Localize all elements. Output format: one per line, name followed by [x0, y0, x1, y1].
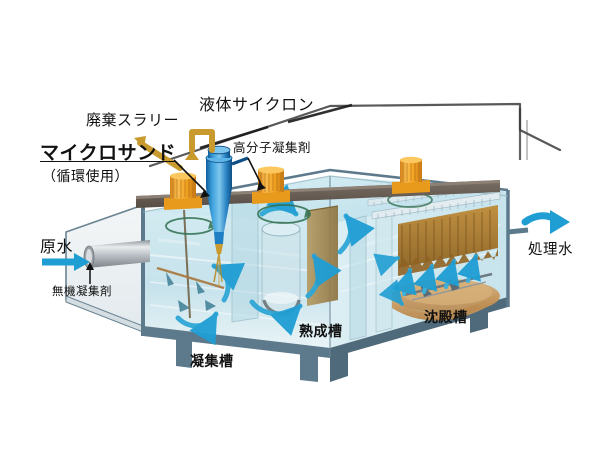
draft-tube [261, 221, 301, 317]
leader-microsand-tip [200, 190, 210, 198]
agitator-motor-3 [392, 156, 430, 194]
treated-water-outlet [507, 210, 570, 235]
waste-slurry-line [134, 129, 215, 171]
label-leader-lines [173, 157, 263, 193]
leader-polymer [247, 157, 263, 187]
label-maturation-tank: 熟成槽 [299, 324, 343, 340]
inorganic-coagulant-pointer [86, 262, 94, 284]
label-sedimentation-tank: 沈殿槽 [424, 310, 468, 326]
sedimentation-chamber [367, 180, 501, 321]
settler-inflow-arrows [373, 253, 404, 306]
label-treated-water: 処理水 [528, 242, 573, 258]
label-polymer-coagulant: 高分子凝集剤 [233, 140, 312, 155]
impeller-blades [166, 272, 216, 312]
leader-polymer-tip [257, 182, 266, 191]
tank-leg-mid [300, 350, 318, 382]
label-liquid-cyclone: 液体サイクロン [199, 95, 315, 114]
maturation-flow-arrows [249, 183, 375, 337]
surface-swirl-mid [257, 204, 311, 224]
tank-leg-left [176, 336, 192, 368]
maturation-chamber [249, 183, 433, 337]
label-coagulation-tank: 凝集槽 [190, 354, 234, 370]
leader-microsand [173, 159, 207, 193]
label-raw-water: 原水 [40, 237, 74, 256]
settler-flow-arrows [392, 253, 481, 297]
raw-water-arrow [42, 253, 90, 271]
tank-leg-mid-r [330, 346, 348, 382]
label-micro-sand-sub: （循環使用） [42, 169, 129, 185]
label-waste-slurry: 廃棄スラリー [86, 111, 180, 129]
label-micro-sand: マイクロサンド [40, 142, 177, 164]
hydrocyclone [205, 145, 249, 286]
agitator-motor-1 [164, 172, 202, 210]
label-inorganic-coagulant: 無機凝集剤 [52, 284, 112, 298]
